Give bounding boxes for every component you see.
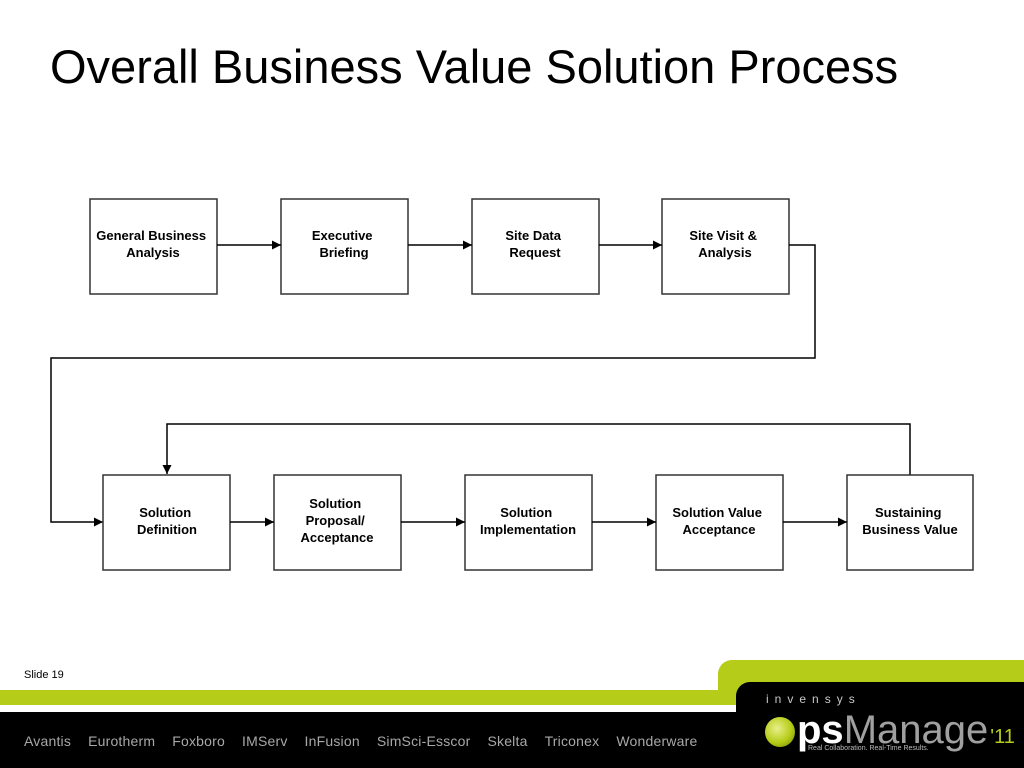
brand-avantis: Avantis [24, 733, 72, 749]
process-box-general-business-analysis [89, 198, 218, 295]
process-box-site-data-request [471, 198, 600, 295]
logo-tagline: Real Collaboration. Real-Time Results. [808, 745, 929, 752]
box-label: Sustaining Business Value [862, 505, 957, 537]
box-label: Executive Briefing [312, 228, 376, 260]
brand-skelta: Skelta [487, 733, 528, 749]
box-label: Solution Value Acceptance [672, 505, 765, 537]
slide-title: Overall Business Value Solution Process [50, 40, 899, 93]
brand-eurotherm: Eurotherm [88, 733, 156, 749]
brand-wonderware: Wonderware [616, 733, 698, 749]
brand-simsci-esscor: SimSci-Esscor [376, 733, 471, 749]
brand-triconex: Triconex [544, 733, 600, 749]
process-box-solution-definition [102, 474, 231, 571]
brand-list: Avantis Eurotherm Foxboro IMServ InFusio… [24, 733, 697, 749]
slide-number: Slide 19 [24, 669, 64, 681]
box-label: Solution Implementation [480, 505, 576, 537]
brand-imserv: IMServ [242, 733, 288, 749]
brand-foxboro: Foxboro [172, 733, 225, 749]
box-label: General Business Analysis [96, 228, 209, 260]
process-box-executive-briefing [280, 198, 409, 295]
logo-year: '11 [990, 726, 1015, 748]
process-box-solution-value-acceptance [655, 474, 784, 571]
connector-row1-to-row2 [50, 244, 816, 527]
feedback-loop-connector [162, 423, 911, 475]
box-label: Site Data Request [505, 228, 564, 260]
box-label: Solution Definition [137, 505, 197, 537]
process-box-solution-proposal-acceptance [273, 474, 402, 571]
box-label: Site Visit & Analysis [689, 228, 760, 260]
brand-infusion: InFusion [304, 733, 360, 749]
process-box-solution-implementation [464, 474, 593, 571]
logo-suffix: Manage [843, 708, 989, 752]
logo-prefix: ps [797, 708, 844, 752]
invensys-logo-text: invensys [766, 692, 861, 706]
opsmanage-logo: ps Manage '11 [765, 708, 1015, 759]
box-label: Solution Proposal/ Acceptance [301, 496, 374, 545]
process-box-site-visit-analysis [661, 198, 790, 295]
ops-o-icon [765, 717, 795, 747]
